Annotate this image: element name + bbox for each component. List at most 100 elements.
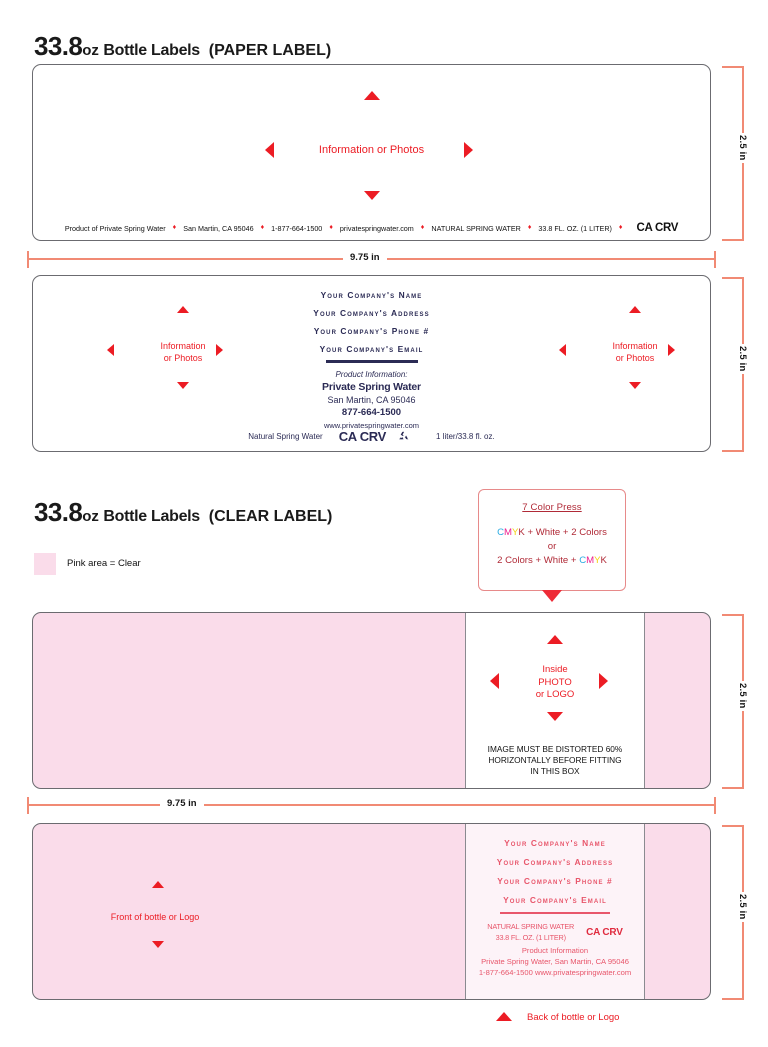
product-info-phone: 877-664-1500 [341,406,402,418]
footer-item-1: San Martin, CA 95046 [183,223,254,233]
crop-arrow-up [177,306,189,313]
paper-back-left-placeholder: Information or Photos [131,341,235,364]
crop-arrow-down [547,712,563,721]
paper-front-label: Information or Photos Product of Private… [32,64,711,241]
footer-item-3: privatespringwater.com [339,223,414,233]
bottom-volume: 1 liter/33.8 fl. oz. [436,432,495,441]
clear-back-height-value: 2.5 in [737,892,748,922]
crop-arrow-up [547,635,563,644]
clear-back-water-type: NATURAL SPRING WATER [487,922,575,932]
footer-separator-icon: ♦ [618,224,623,231]
press-box-line-1: CMYK + White + 2 Colors [479,527,625,538]
footer-ca-crv: CA CRV [636,222,679,234]
cmyk-glyph: CMYK [497,527,525,538]
paper-back-left-line2: or Photos [163,352,203,363]
clear-heading-name: Bottle Labels [103,508,200,525]
label-width-value: 9.75 in [343,252,387,263]
paper-front-placeholder: Information or Photos [318,144,425,156]
paper-back-center-block: Your Company's Name Your Company's Addre… [227,288,517,430]
crop-arrow-up [363,91,380,100]
clear-label-width-value: 9.75 in [160,798,204,809]
distortion-note-line-2: HORIZONTALLY BEFORE FITTING [488,755,622,765]
press-box-line-2: 2 Colors + White + CMYK [479,555,625,566]
crop-arrow-right [464,142,473,158]
company-email-line: Your Company's Email [503,895,607,905]
paper-back-height-value: 2.5 in [737,344,748,374]
distortion-note-line-3: IN THIS BOX [530,766,580,776]
cmyk-glyph: CMYK [579,555,607,566]
recycle-icon [398,431,410,443]
footer-separator-icon: ♦ [260,224,265,231]
footer-item-5: 33.8 FL. OZ. (1 LITER) [538,223,612,233]
clear-back-front-placeholder: Front of bottle or Logo [110,912,200,922]
bottom-ca-crv: CA CRV [338,429,387,444]
company-phone-line: Your Company's Phone # [497,876,613,886]
clear-back-contact: 1-877-664-1500 www.privatespringwater.co… [478,968,632,978]
paper-front-height-value: 2.5 in [737,133,748,163]
paper-back-left-line1: Information [160,341,206,351]
footer-separator-icon: ♦ [172,224,177,231]
crop-arrow-up [496,1012,512,1021]
bottom-natural-spring-water: Natural Spring Water [248,432,323,441]
crop-arrow-left [107,344,114,356]
clear-heading-size: 33.8 [34,497,83,527]
crop-arrow-right [216,344,223,356]
pink-legend-label: Pink area = Clear [67,558,141,569]
distortion-note-line-1: IMAGE MUST BE DISTORTED 60% [487,744,623,754]
product-info-web: www.privatespringwater.com [323,420,420,430]
footer-item-2: 1-877-664-1500 [271,223,323,233]
clear-front-height-value: 2.5 in [737,681,748,711]
product-info-label: Product Information: [335,369,408,379]
paper-back-label: Information or Photos Information or Pho… [32,275,711,452]
crop-arrow-left [265,142,274,158]
clear-front-image-window: Inside PHOTO or LOGO IMAGE MUST BE DISTO… [465,613,645,788]
divider-rule [325,360,418,363]
clear-back-water-row: NATURAL SPRING WATER 33.8 FL. OZ. (1 LIT… [466,921,644,943]
press-line-2-pre: 2 Colors + White + [497,555,580,566]
crop-arrow-down [363,191,380,200]
company-email-line: Your Company's Email [319,344,424,354]
crop-arrow-down [152,941,164,948]
paper-heading-unit: oz [82,42,99,59]
pink-legend-swatch [34,553,56,575]
paper-section-heading: 33.8oz Bottle Labels (PAPER LABEL) [34,31,331,62]
crop-arrow-down [177,382,189,389]
press-box-title: 7 Color Press [522,502,582,513]
clear-heading-unit: oz [82,508,99,525]
paper-back-bottom-row: Natural Spring Water CA CRV 1 liter/33.8… [33,429,710,444]
clear-front-inside-placeholder: Inside PHOTO or LOGO [466,664,644,702]
press-box-pointer-icon [542,590,562,602]
inside-line-2: PHOTO [538,676,572,688]
paper-back-right-line1: Information [612,341,658,351]
footer-separator-icon: ♦ [329,224,333,231]
paper-back-right-line2: or Photos [615,352,655,363]
paper-heading-name: Bottle Labels [103,42,200,59]
clear-back-ca-crv: CA CRV [586,926,623,938]
inside-line-1: Inside [542,664,568,675]
inside-line-3: or LOGO [535,689,575,700]
footer-separator-icon: ♦ [527,224,532,231]
clear-front-distortion-note: IMAGE MUST BE DISTORTED 60% HORIZONTALLY… [466,744,644,777]
footer-separator-icon: ♦ [420,224,425,231]
footer-item-4: NATURAL SPRING WATER [431,223,521,233]
company-address-line: Your Company's Address [496,857,614,867]
product-info-name: Private Spring Water [322,380,421,393]
paper-heading-size: 33.8 [34,31,83,61]
crop-arrow-down [629,382,641,389]
clear-heading-variant: (CLEAR LABEL) [208,508,333,525]
press-line-1-rest: + White + 2 Colors [524,527,607,538]
crop-arrow-left [559,344,566,356]
clear-back-print-window: Your Company's Name Your Company's Addre… [465,824,645,999]
footer-item-0: Product of Private Spring Water [64,223,166,233]
clear-back-volume: 33.8 FL. OZ. (1 LITER) [495,933,566,943]
clear-section-heading: 33.8oz Bottle Labels (CLEAR LABEL) [34,497,332,528]
clear-back-product-information: Product Information [521,946,589,956]
paper-heading-variant: (PAPER LABEL) [208,42,332,59]
crop-arrow-up [629,306,641,313]
crop-arrow-left [490,673,499,689]
product-info-city: San Martin, CA 95046 [327,394,416,405]
company-phone-line: Your Company's Phone # [313,326,430,336]
crop-arrow-right [668,344,675,356]
crop-arrow-right [599,673,608,689]
